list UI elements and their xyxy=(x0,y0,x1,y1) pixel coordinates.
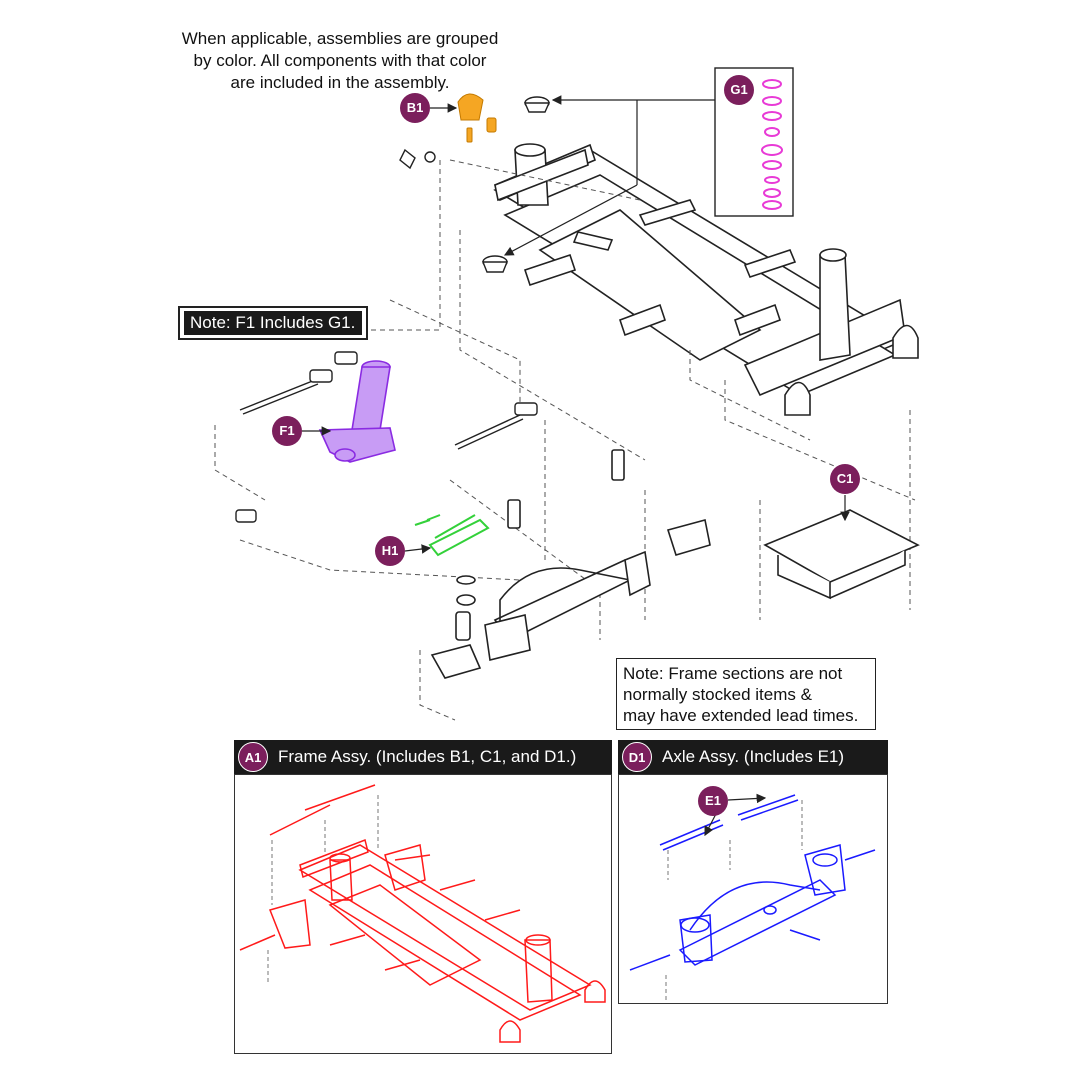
a1-dashed-lines xyxy=(267,795,379,985)
callout-leaders xyxy=(302,103,767,837)
g1-box xyxy=(714,67,794,217)
frame-note: Note: Frame sections are not normally st… xyxy=(616,658,876,730)
callout-e1: E1 xyxy=(698,786,728,816)
axle-assy-title: Axle Assy. (Includes E1) xyxy=(658,743,884,771)
axle-assy-header: D1 Axle Assy. (Includes E1) xyxy=(618,740,888,774)
frame-assy-badge: A1 xyxy=(238,742,268,772)
b1-parts xyxy=(457,93,497,143)
front-axle-drawing xyxy=(430,449,711,679)
callout-g1: G1 xyxy=(724,75,754,105)
g1-parts xyxy=(761,79,783,210)
callout-f1: F1 xyxy=(272,416,302,446)
axle-assy-badge: D1 xyxy=(622,742,652,772)
callout-h1: H1 xyxy=(375,536,405,566)
callout-c1: C1 xyxy=(830,464,860,494)
axle-assy-panel xyxy=(618,774,888,1004)
frame-assy-header: A1 Frame Assy. (Includes B1, C1, and D1.… xyxy=(234,740,612,774)
frame-assy-panel xyxy=(234,774,612,1054)
note-f1-box: Note: F1 Includes G1. xyxy=(178,306,368,340)
tie-rods xyxy=(235,351,538,523)
h1-parts xyxy=(414,514,490,557)
callout-b1: B1 xyxy=(400,93,430,123)
c1-tray-drawing xyxy=(763,509,920,600)
f1-parts xyxy=(318,360,396,463)
d1-dashed-lines xyxy=(665,800,803,1000)
note-f1-text: Note: F1 Includes G1. xyxy=(184,311,362,335)
intro-text: When applicable, assemblies are grouped … xyxy=(181,29,499,92)
a1-frame-drawing xyxy=(239,784,606,1043)
main-frame-drawing xyxy=(493,143,919,416)
frame-assy-title: Frame Assy. (Includes B1, C1, and D1.) xyxy=(274,743,608,771)
bearing-cups xyxy=(399,96,551,273)
